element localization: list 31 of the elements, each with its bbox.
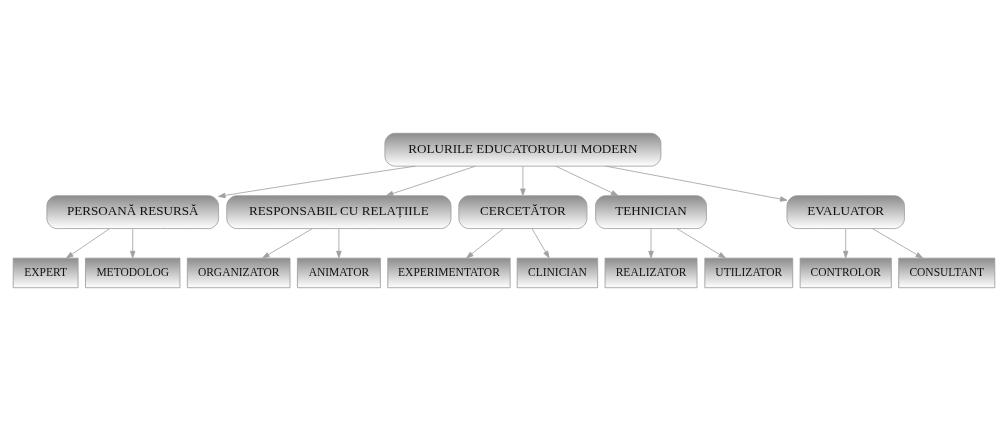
arrow (872, 228, 923, 259)
node-box: EXPERIMENTATOR (387, 257, 511, 289)
node-box: CONTROLOR (799, 257, 892, 289)
node-box: CLINICIAN (516, 257, 599, 289)
node-box: TEHNICIAN (595, 195, 707, 229)
arrow (676, 228, 726, 259)
arrow (843, 228, 849, 259)
node-box: REALIZATOR (604, 257, 698, 289)
node-box: ROLURILE EDUCATORULUI MODERN (384, 132, 662, 167)
node-box: RESPONSABIL CU RELAȚIILE (226, 195, 452, 229)
node-box: ORGANIZATOR (186, 257, 291, 289)
arrow (386, 165, 476, 197)
arrow (520, 165, 526, 196)
node-box: UTILIZATOR (704, 257, 794, 289)
arrow (336, 228, 342, 259)
node-box: PERSOANĂ RESURSĂ (46, 195, 219, 229)
arrow (531, 228, 550, 259)
arrow (466, 228, 504, 259)
node-box: EVALUATOR (786, 195, 905, 229)
node-box: CONSULTANT (898, 257, 996, 289)
arrow (605, 165, 788, 202)
arrow (130, 228, 136, 259)
arrow (218, 165, 416, 199)
node-box: METODOLOG (85, 257, 181, 289)
arrow (648, 228, 654, 259)
arrow (555, 165, 619, 197)
node-box: CERCETĂTOR (458, 195, 588, 229)
arrow (262, 228, 313, 259)
node-box: ANIMATOR (297, 257, 381, 289)
node-box: EXPERT (12, 257, 79, 289)
arrow (66, 228, 110, 259)
